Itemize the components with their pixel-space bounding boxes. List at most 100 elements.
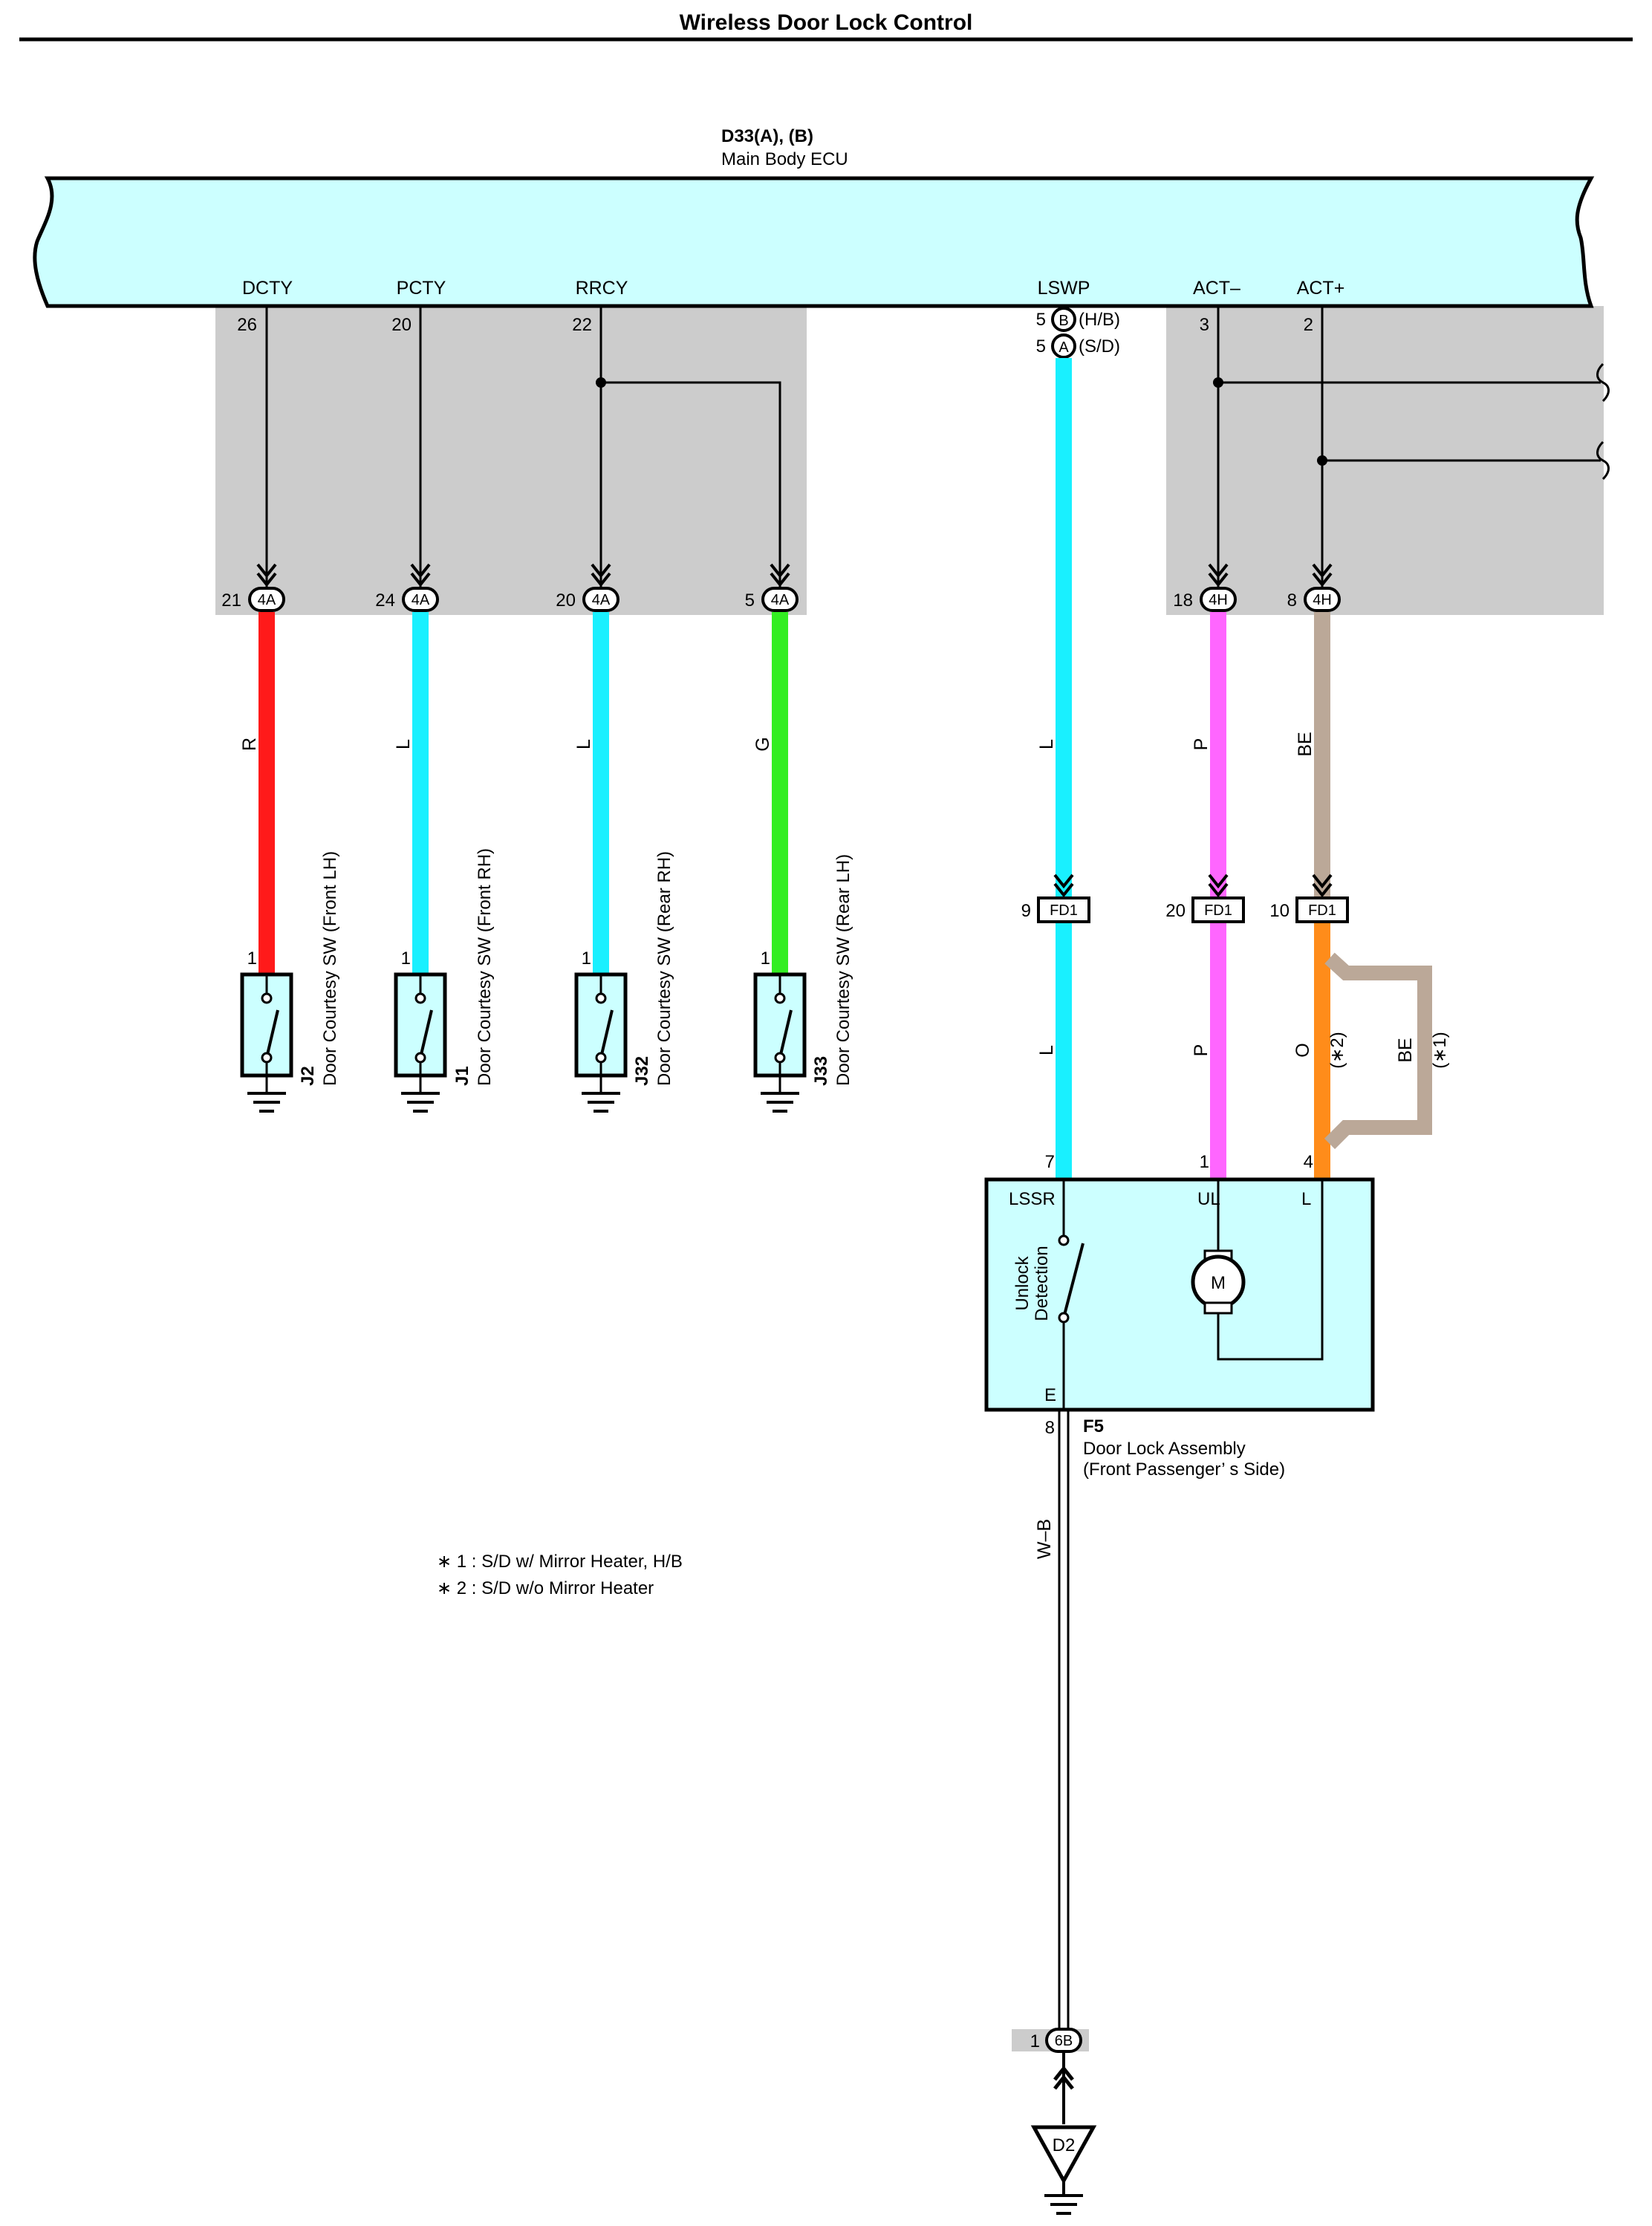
junction-4h-1 <box>1200 587 1237 612</box>
switch-pin-j33: 1 <box>761 948 770 969</box>
door-courtesy-switch-front-rh <box>394 972 447 1113</box>
junction-4a-label: 4A <box>412 592 430 608</box>
door-lock-pin-l: 4 <box>1304 1152 1313 1172</box>
junction-chevrons <box>256 563 1333 588</box>
switch-code-j32: J32 <box>632 1056 652 1086</box>
switch-name-j32: Door Courtesy SW (Rear RH) <box>654 851 674 1086</box>
wire-label-p-upper: P <box>1191 738 1212 751</box>
splice-act-plus <box>1317 455 1327 466</box>
junction-4a-pin-1: 21 <box>221 590 241 611</box>
junction-4h-label: 4H <box>1313 592 1332 608</box>
ecu-pin-pcty: 20 <box>391 315 412 335</box>
ecu-connector-a-note: (S/D) <box>1079 336 1120 357</box>
variant-mark-be: (∗1) <box>1430 1032 1450 1068</box>
wire-label-lswp-lower: L <box>1036 1045 1057 1055</box>
wire-label-l2: L <box>573 739 594 749</box>
switch-name-j1: Door Courtesy SW (Front RH) <box>475 848 495 1086</box>
signal-pcty: PCTY <box>397 278 446 299</box>
signal-rrcy: RRCY <box>576 278 628 299</box>
fd1-connector-1 <box>1037 896 1090 923</box>
ecu-connector-b-note: (H/B) <box>1079 310 1120 330</box>
door-lock-terminal-e: E <box>1044 1385 1056 1405</box>
fd1-connector-2 <box>1191 896 1245 923</box>
ecu-connector-a <box>1051 333 1076 359</box>
ecu-code: D33(A), (B) <box>721 126 813 146</box>
switch-pin-j1: 1 <box>401 948 411 969</box>
ground-symbol-icon <box>1044 2181 1083 2215</box>
wire-label-l1: L <box>393 739 414 749</box>
fd1-label: FD1 <box>1204 902 1232 919</box>
ground-junction-label: 6B <box>1055 2033 1073 2049</box>
door-courtesy-switch-front-lh <box>240 972 293 1113</box>
door-lock-pin-lssr: 7 <box>1045 1152 1055 1172</box>
junction-4a-label: 4A <box>258 592 276 608</box>
door-lock-name-line1: Door Lock Assembly <box>1083 1439 1246 1459</box>
door-lock-terminal-ul: UL <box>1197 1189 1220 1209</box>
door-lock-terminal-l: L <box>1301 1189 1311 1209</box>
motor-label: M <box>1211 1273 1226 1293</box>
switch-code-j33: J33 <box>811 1056 831 1086</box>
unlock-detection-switch <box>1058 1179 1084 1410</box>
unlock-detection-line2: Detection <box>1032 1246 1052 1321</box>
ground-wire-wb <box>1058 1410 1070 2035</box>
harness-wires-right <box>1217 306 1610 587</box>
wire-label-be-upper: BE <box>1295 732 1316 756</box>
fd1-chevrons <box>1053 873 1333 898</box>
switch-code-j1: J1 <box>452 1066 472 1086</box>
door-lock-pin-ul: 1 <box>1200 1152 1209 1172</box>
unlock-detection-line1: Unlock <box>1012 1255 1032 1310</box>
junction-4a-pin-2: 24 <box>375 590 395 611</box>
ecu-pin-act-plus: 2 <box>1304 315 1313 335</box>
ecu-connector-b-label: B <box>1058 313 1068 329</box>
wire-label-lswp-upper: L <box>1036 739 1057 749</box>
junction-4a-2 <box>402 587 439 612</box>
junction-4h-2 <box>1304 587 1341 612</box>
signal-lswp: LSWP <box>1038 278 1090 299</box>
junction-4a-group: 4A 4A 4A 4A <box>248 587 799 612</box>
switch-label-j1: J1 Door Courtesy SW (Front RH) <box>452 848 495 1086</box>
wire-label-g: G <box>752 737 773 751</box>
junction-4a-1 <box>248 587 285 612</box>
junction-4h-label: 4H <box>1209 592 1228 608</box>
switch-label-j33: J33 Door Courtesy SW (Rear LH) <box>811 854 853 1086</box>
fd1-pin-2: 20 <box>1165 901 1186 921</box>
page-title: Wireless Door Lock Control <box>680 10 973 35</box>
door-lock-assembly <box>984 1177 1375 1412</box>
fd1-label: FD1 <box>1308 902 1336 919</box>
switch-label-j2: J2 Door Courtesy SW (Front LH) <box>298 851 340 1086</box>
door-lock-terminal-lssr: LSSR <box>1009 1189 1056 1209</box>
door-courtesy-switch-rear-rh <box>574 972 628 1113</box>
junction-4h-pin-1: 18 <box>1173 590 1193 611</box>
wire-label-ground: W–B <box>1034 1519 1055 1559</box>
switch-code-j2: J2 <box>298 1066 318 1086</box>
junction-4a-pin-3: 20 <box>556 590 576 611</box>
junction-4h-pin-2: 8 <box>1287 590 1297 611</box>
ground-junction-pin: 1 <box>1030 2031 1040 2051</box>
ground-point-d2 <box>1030 2125 1097 2185</box>
ecu-connector-a-label: A <box>1058 339 1069 356</box>
switch-name-j2: Door Courtesy SW (Front LH) <box>320 851 340 1086</box>
switch-pin-j32: 1 <box>582 948 591 969</box>
ecu-pin-act-minus: 3 <box>1200 315 1209 335</box>
door-lock-pin-e: 8 <box>1045 1418 1055 1438</box>
note-1: ∗ 1 : S/D w/ Mirror Heater, H/B <box>437 1552 683 1572</box>
wire-label-p-lower: P <box>1191 1044 1212 1057</box>
splice-rrcy <box>596 377 606 388</box>
junction-4a-pin-4: 5 <box>745 590 755 611</box>
splice-act-minus <box>1213 377 1223 388</box>
signal-act-minus: ACT– <box>1193 278 1240 299</box>
wire-label-be-alt: BE <box>1395 1038 1416 1062</box>
main-body-ecu <box>33 176 1595 308</box>
ground-arrow <box>1053 2051 1074 2124</box>
ecu-pin-lswp-b: 5 <box>1036 310 1046 330</box>
wire-tan-alt-l <box>1324 952 1432 1150</box>
junction-4a-4 <box>761 587 799 612</box>
switch-label-j32: J32 Door Courtesy SW (Rear RH) <box>632 851 674 1086</box>
variant-mark-o: (∗2) <box>1327 1032 1347 1068</box>
fd1-pin-3: 10 <box>1269 901 1290 921</box>
signal-dcty: DCTY <box>242 278 293 299</box>
fd1-connector-3 <box>1295 896 1349 923</box>
fd1-pin-1: 9 <box>1021 901 1031 921</box>
ecu-pin-rrcy: 22 <box>572 315 592 335</box>
fd1-label: FD1 <box>1050 902 1078 919</box>
